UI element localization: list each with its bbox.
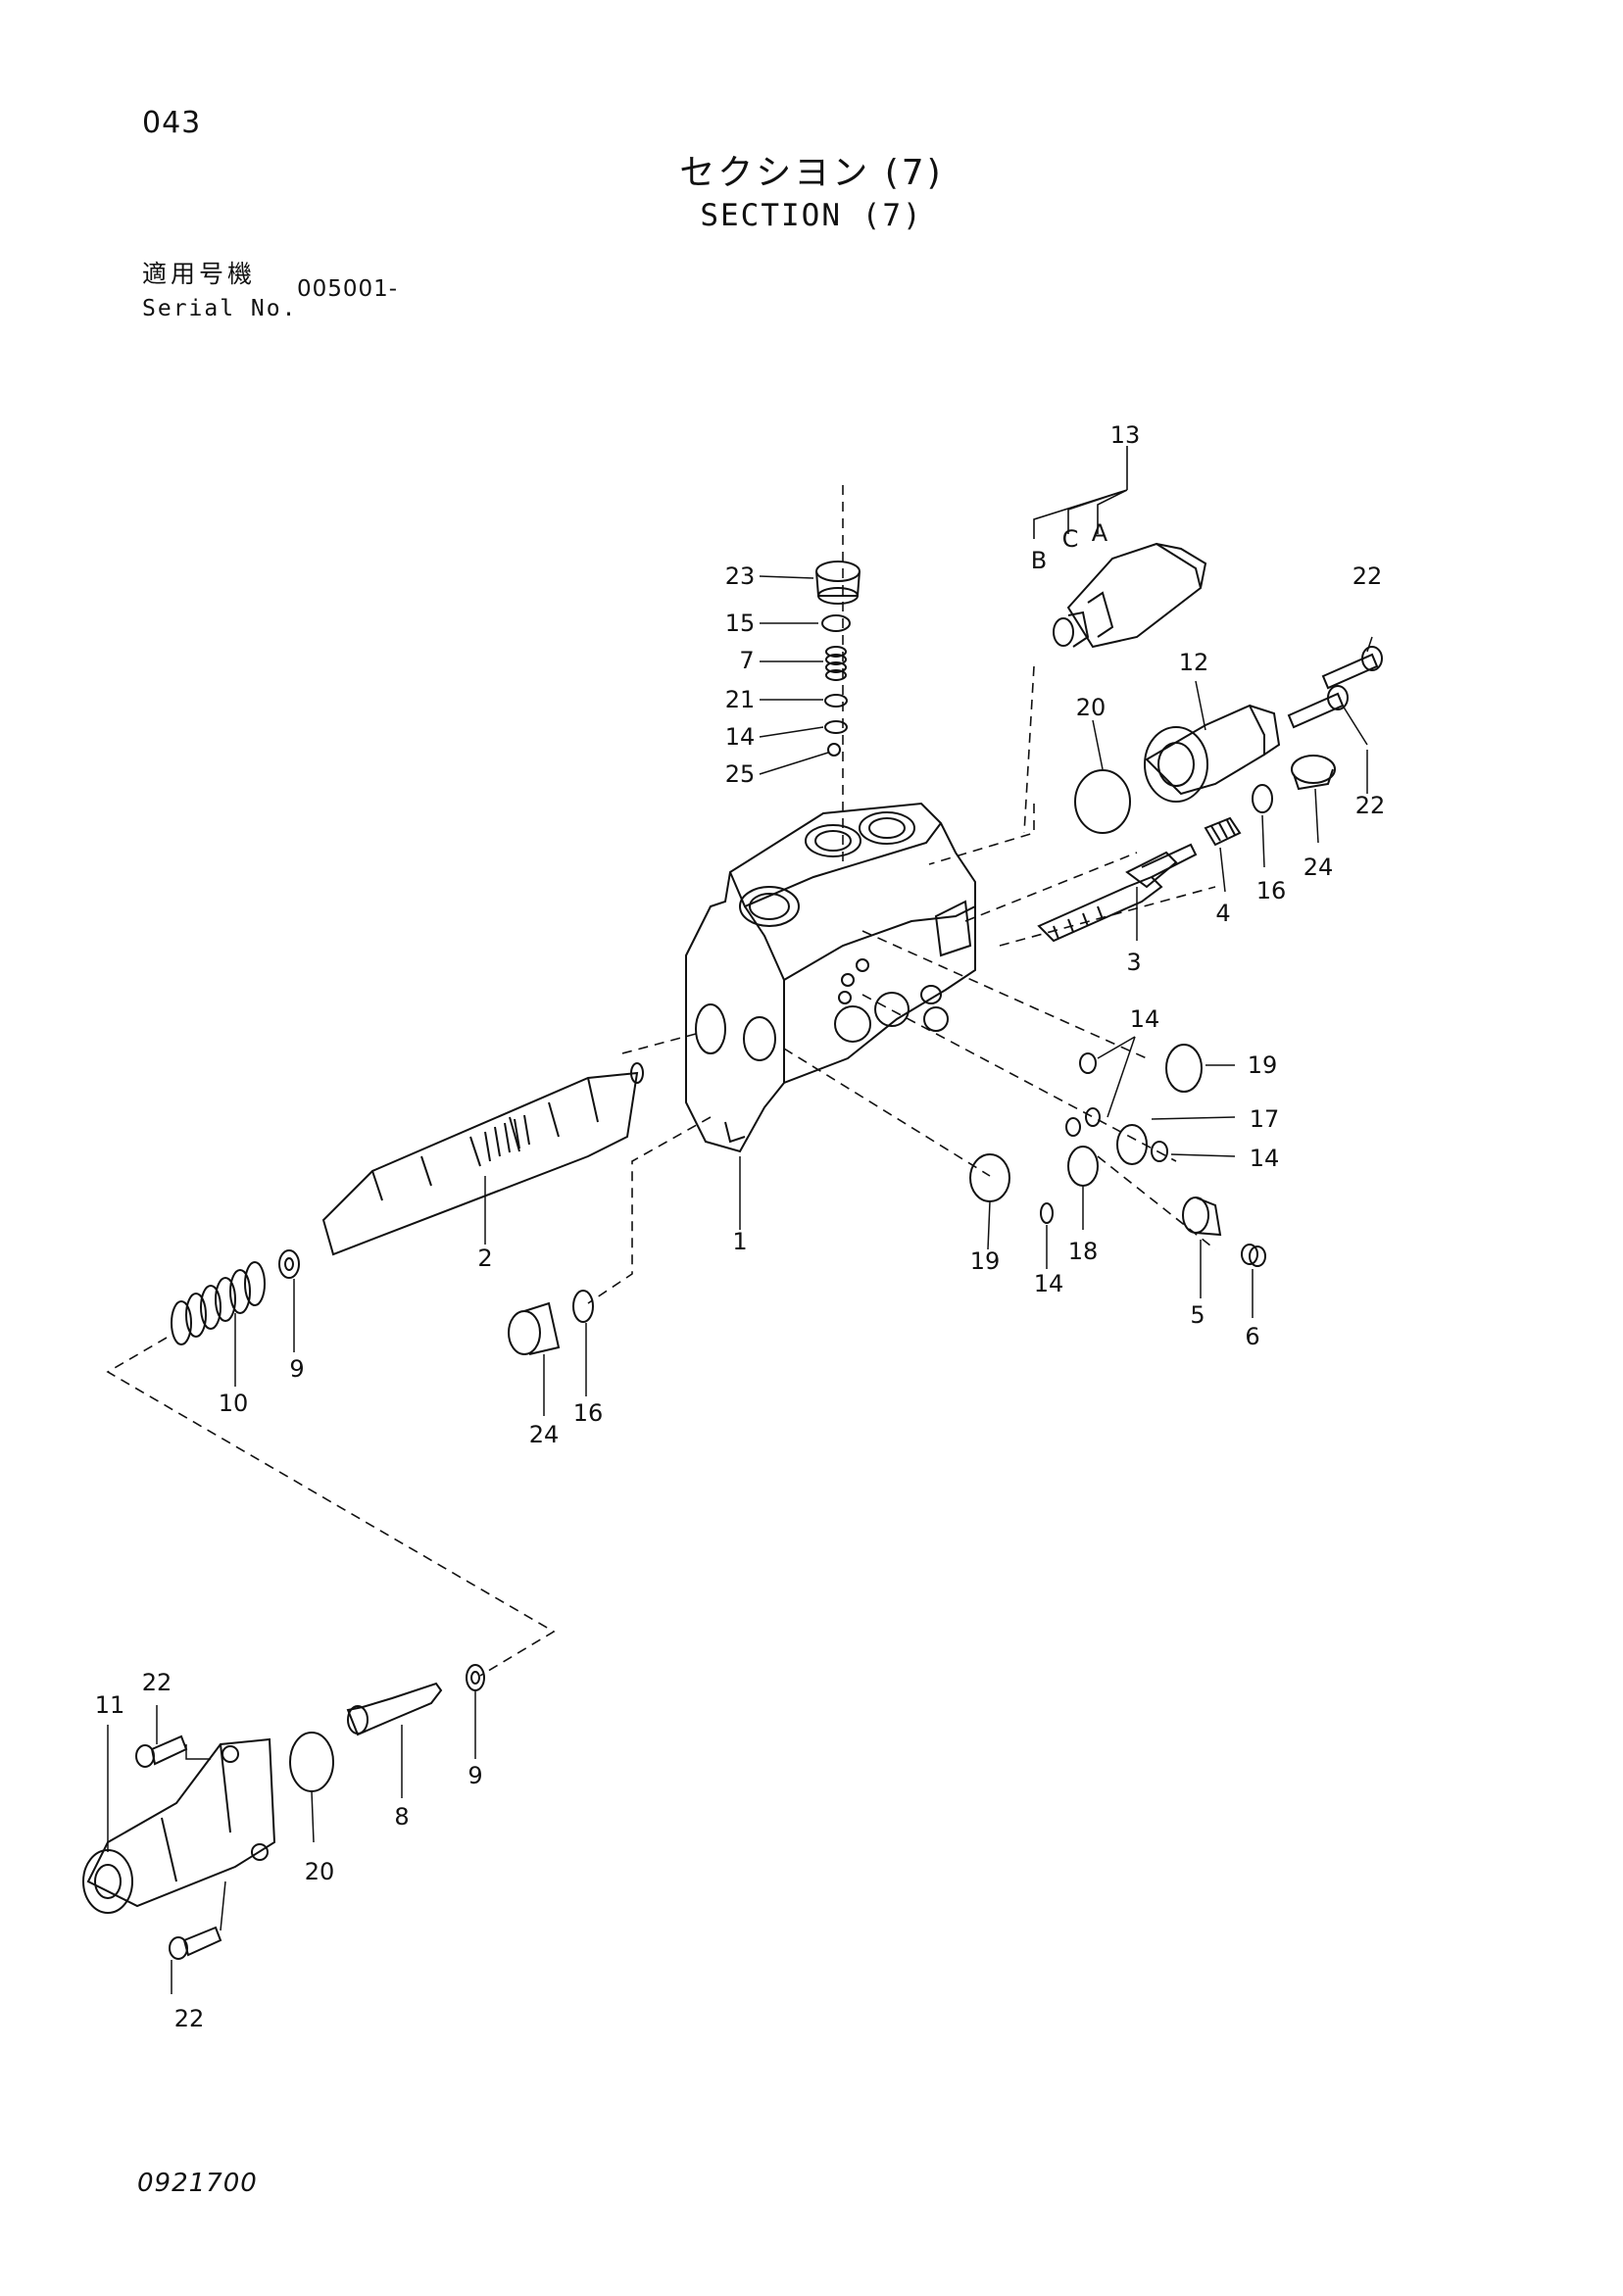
o-ring-15	[821, 614, 851, 632]
callout-17: 17	[1250, 1105, 1280, 1133]
spring-6	[1241, 1244, 1266, 1267]
callout-3: 3	[1126, 949, 1141, 976]
callout-8: 8	[394, 1803, 409, 1831]
callout-15: 15	[725, 610, 756, 637]
callout-16: 16	[1256, 877, 1287, 904]
callout-5: 5	[1190, 1301, 1205, 1329]
callout-14: 14	[1250, 1145, 1280, 1172]
serial-label-en: Serial No.	[142, 296, 298, 321]
callout-13-b: B	[1031, 547, 1047, 574]
o-ring-14	[824, 720, 848, 734]
callout-10: 10	[219, 1390, 249, 1417]
callout-9: 9	[289, 1355, 304, 1383]
callout-22: 22	[1355, 792, 1386, 819]
o-ring-14-c	[1085, 1107, 1101, 1127]
callout-22: 22	[1352, 562, 1383, 590]
retainer-9-upper	[278, 1249, 300, 1279]
o-ring-14-b	[1065, 1117, 1081, 1137]
bolt-22-left-upper	[135, 1734, 188, 1768]
leader-lines	[107, 575, 1373, 1994]
bolt-22-upper	[1321, 646, 1383, 690]
callout-13-c: C	[1062, 525, 1079, 553]
serial-label-jp: 適用号機	[142, 260, 257, 288]
callout-14: 14	[1130, 1005, 1160, 1033]
callout-22: 22	[174, 2005, 205, 2032]
o-ring-19-left	[969, 1153, 1010, 1202]
ring-21	[824, 694, 848, 708]
callout-labels: 13 B C A 23 15 7 21 14 25 22 12 20 22 24…	[95, 421, 1386, 2032]
callout-23: 23	[725, 562, 756, 590]
o-ring-14-d	[1151, 1141, 1168, 1162]
callout-1: 1	[732, 1228, 747, 1255]
callout-2: 2	[477, 1245, 492, 1272]
o-ring-20-upper	[1074, 769, 1131, 834]
o-ring-14-e	[1040, 1202, 1054, 1224]
callout-6: 6	[1245, 1323, 1259, 1350]
o-ring-19-right	[1165, 1044, 1203, 1093]
page-title-en: SECTION (7)	[700, 198, 923, 233]
relief-valve-13	[1053, 542, 1207, 649]
spring-10	[171, 1261, 266, 1345]
cover-12	[1144, 704, 1281, 803]
callout-22: 22	[142, 1669, 172, 1696]
callout-4: 4	[1215, 900, 1230, 927]
callout-21: 21	[725, 686, 756, 713]
assembly-lines	[106, 485, 1216, 1677]
callout-16: 16	[573, 1399, 604, 1427]
callout-13: 13	[1110, 421, 1141, 449]
spring-7	[825, 646, 847, 681]
callout-14: 14	[1034, 1270, 1064, 1297]
callout-20: 20	[305, 1858, 335, 1885]
callout-25: 25	[725, 760, 756, 788]
callout-20: 20	[1076, 694, 1107, 721]
o-ring-17	[1116, 1124, 1148, 1165]
plug-23	[815, 561, 861, 605]
callout-19: 19	[1248, 1051, 1278, 1079]
callout-19: 19	[970, 1247, 1001, 1275]
callout-24: 24	[1303, 854, 1334, 881]
callout-9: 9	[467, 1762, 482, 1789]
retainer-9-lower	[466, 1664, 485, 1691]
page-title-jp: セクシヨン (7)	[679, 153, 944, 193]
spool-3	[1037, 843, 1198, 943]
callout-11: 11	[95, 1691, 125, 1719]
main-spool-2	[321, 1062, 644, 1256]
page-number: 043	[142, 106, 202, 140]
plug-5	[1182, 1197, 1222, 1237]
plug-24-right	[1291, 755, 1336, 791]
callout-24: 24	[529, 1421, 560, 1448]
callout-13-a: A	[1092, 519, 1108, 547]
poppet-4	[1204, 816, 1242, 847]
o-ring-20-lower	[289, 1732, 334, 1792]
ball-25	[827, 743, 841, 757]
o-ring-16-left	[572, 1290, 594, 1323]
cover-11	[82, 1737, 276, 1914]
valve-body	[685, 802, 976, 1153]
bolt-22-lower	[1287, 685, 1349, 729]
callout-18: 18	[1068, 1238, 1099, 1265]
o-ring-16-right	[1252, 784, 1273, 813]
bolt-22-left-lower	[169, 1926, 222, 1960]
plug-24-left	[508, 1301, 561, 1355]
drawing-code: 0921700	[137, 2169, 258, 2198]
o-ring-14-a	[1079, 1052, 1097, 1074]
callout-7: 7	[739, 647, 754, 674]
ring-18	[1067, 1146, 1099, 1187]
serial-value: 005001-	[297, 276, 399, 302]
callout-14: 14	[725, 723, 756, 751]
stopper-8	[346, 1682, 443, 1736]
callout-12: 12	[1179, 649, 1209, 676]
